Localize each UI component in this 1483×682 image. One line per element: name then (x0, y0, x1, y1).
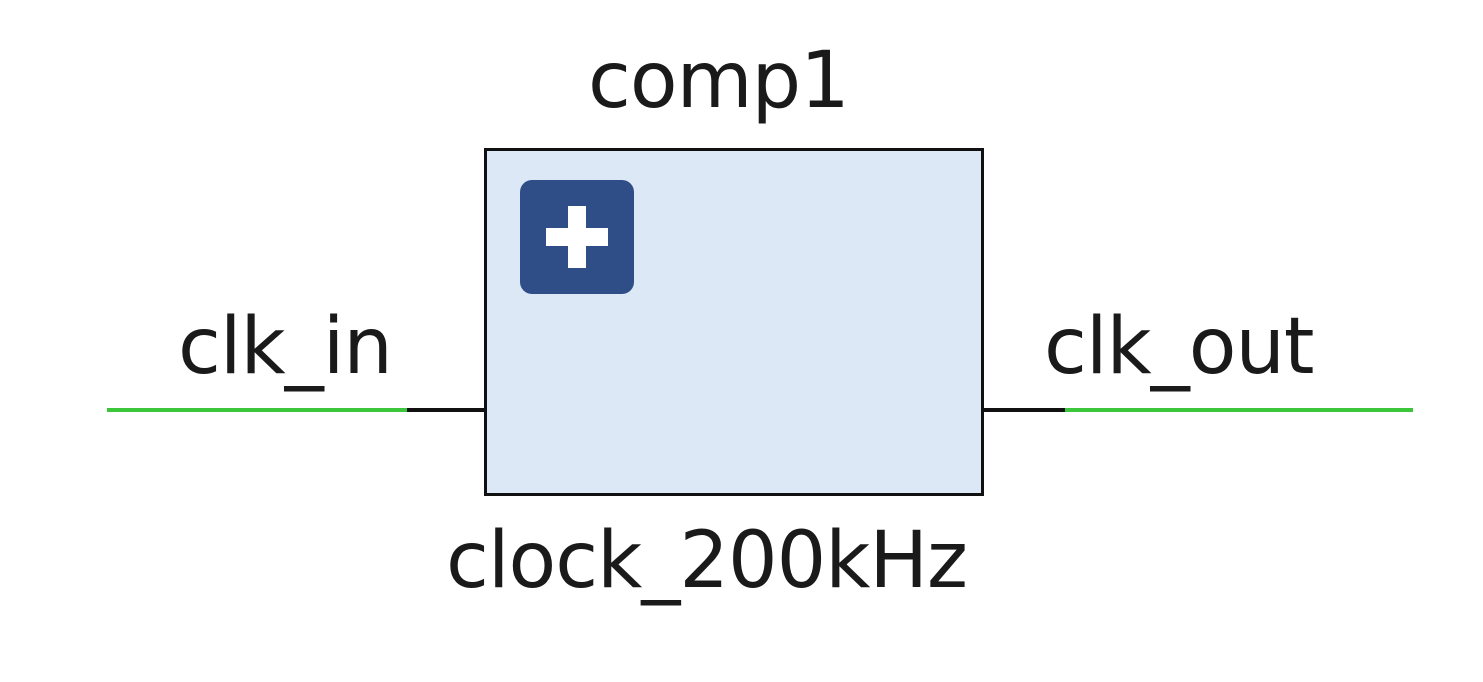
input-pin[interactable] (407, 408, 485, 412)
instance-name-label: comp1 (588, 36, 850, 126)
output-net-wire[interactable] (1065, 408, 1413, 412)
input-port-label: clk_in (178, 302, 393, 392)
output-pin[interactable] (983, 408, 1065, 412)
output-port-label: clk_out (1044, 302, 1314, 392)
module-name-label: clock_200kHz (446, 516, 968, 606)
input-net-wire[interactable] (107, 408, 407, 412)
plus-icon-vertical (568, 206, 586, 268)
expand-hierarchy-button[interactable] (520, 180, 634, 294)
